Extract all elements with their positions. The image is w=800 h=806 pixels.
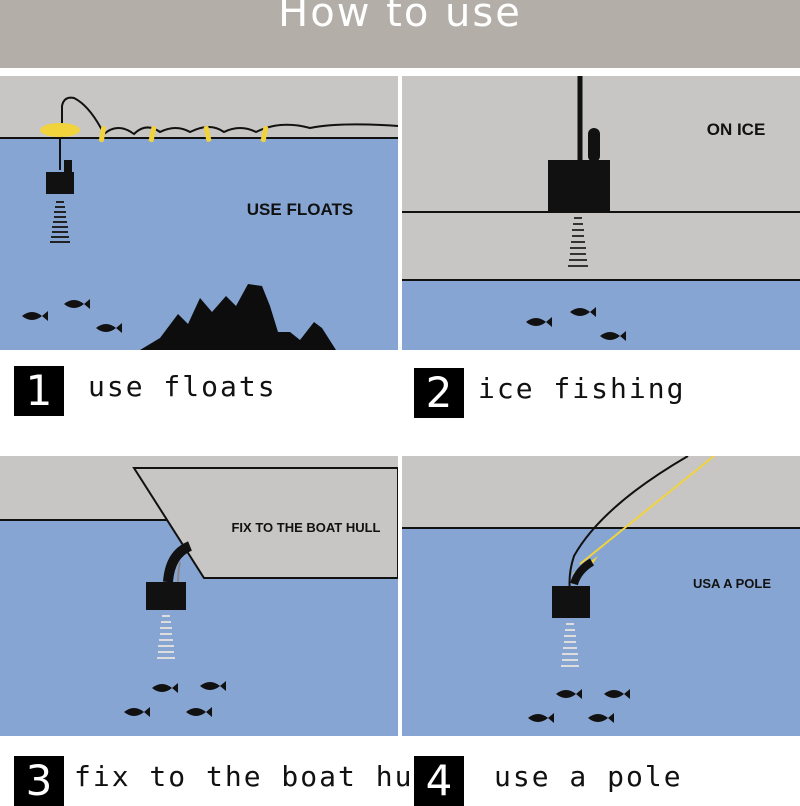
panel-label: ON ICE [707,120,766,139]
step-number: 3 [14,756,64,806]
panel-label: FIX TO THE BOAT HULL [231,520,380,535]
panel-use-floats: USE FLOATS [0,76,398,350]
step-4: 4 use a pole [414,756,794,806]
sonar-waves-icon [50,201,70,243]
step-number: 1 [14,366,64,416]
sonar-waves-icon [561,623,579,667]
fish-icon [124,681,226,717]
header-bar: How to use [0,0,800,68]
seabed-rocks [140,284,336,350]
step-number: 2 [414,368,464,418]
step-text: use a pole [494,760,683,793]
panel-label: USA A POLE [693,576,771,591]
sonar-sensor-icon [46,172,74,194]
step-text: ice fishing [478,372,686,405]
fish-icon [22,299,122,333]
step-text: use floats [88,370,277,403]
sonar-sensor-icon [548,160,610,212]
panel-boat-hull: FIX TO THE BOAT HULL [0,456,398,736]
panel-label: USE FLOATS [247,200,353,219]
panel-ice-fishing: ON ICE [402,76,800,350]
step-1: 1 use floats [14,366,394,416]
step-number: 4 [414,756,464,806]
boat-hull [132,467,398,579]
float-icon [40,123,80,137]
fish-icon [528,689,630,723]
fish-icon [526,307,626,341]
step-2: 2 ice fishing [414,368,794,418]
sonar-waves-icon [568,217,588,267]
sonar-sensor-icon [552,586,590,618]
page-title: How to use [278,0,522,36]
sonar-waves-icon [157,615,175,659]
sonar-sensor-icon [146,582,186,610]
panel-use-pole: USA A POLE [402,456,800,736]
step-3: 3 fix to the boat hull [14,756,449,806]
step-text: fix to the boat hull [74,760,452,793]
